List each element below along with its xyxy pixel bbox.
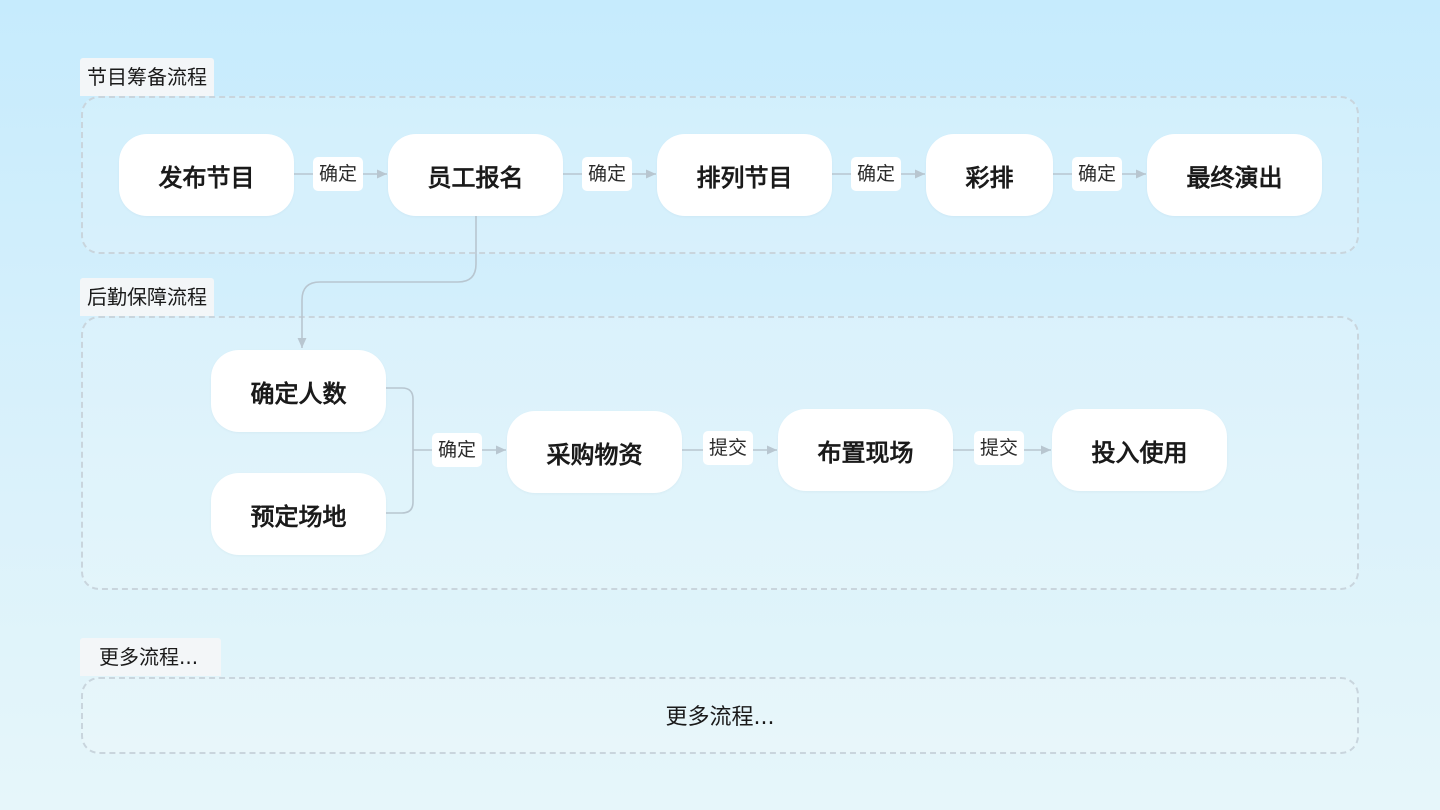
node-final-show: 最终演出 xyxy=(1147,134,1322,216)
edge-label-prep-3: 确定 xyxy=(851,157,902,191)
node-confirm-headcount: 确定人数 xyxy=(211,350,386,432)
node-publish-program: 发布节目 xyxy=(119,134,294,216)
node-rehearsal: 彩排 xyxy=(926,134,1053,216)
edge-label-prep-1: 确定 xyxy=(313,157,364,191)
section-title-prep: 节目筹备流程 xyxy=(80,58,214,96)
edge-label-prep-2: 确定 xyxy=(582,157,633,191)
edge-label-logistics-3: 提交 xyxy=(974,431,1025,465)
edge-label-logistics-1: 确定 xyxy=(432,433,483,467)
node-arrange-program: 排列节目 xyxy=(657,134,832,216)
node-purchase-supplies: 采购物资 xyxy=(507,411,682,493)
node-put-into-use: 投入使用 xyxy=(1052,409,1227,491)
panel-prep xyxy=(81,96,1359,254)
edge-label-prep-4: 确定 xyxy=(1072,157,1123,191)
edge-signup-to-headcount xyxy=(297,215,477,348)
node-staff-signup: 员工报名 xyxy=(388,134,563,216)
panel-more: 更多流程... xyxy=(81,677,1359,754)
edge-merge-headcount xyxy=(386,387,414,450)
section-title-more: 更多流程... xyxy=(80,638,221,676)
node-book-venue: 预定场地 xyxy=(211,473,386,555)
edge-merge-venue xyxy=(386,450,414,514)
section-title-logistics: 后勤保障流程 xyxy=(80,278,214,316)
edge-label-logistics-2: 提交 xyxy=(703,431,754,465)
node-set-up-venue: 布置现场 xyxy=(778,409,953,491)
more-placeholder-text: 更多流程... xyxy=(665,705,775,730)
